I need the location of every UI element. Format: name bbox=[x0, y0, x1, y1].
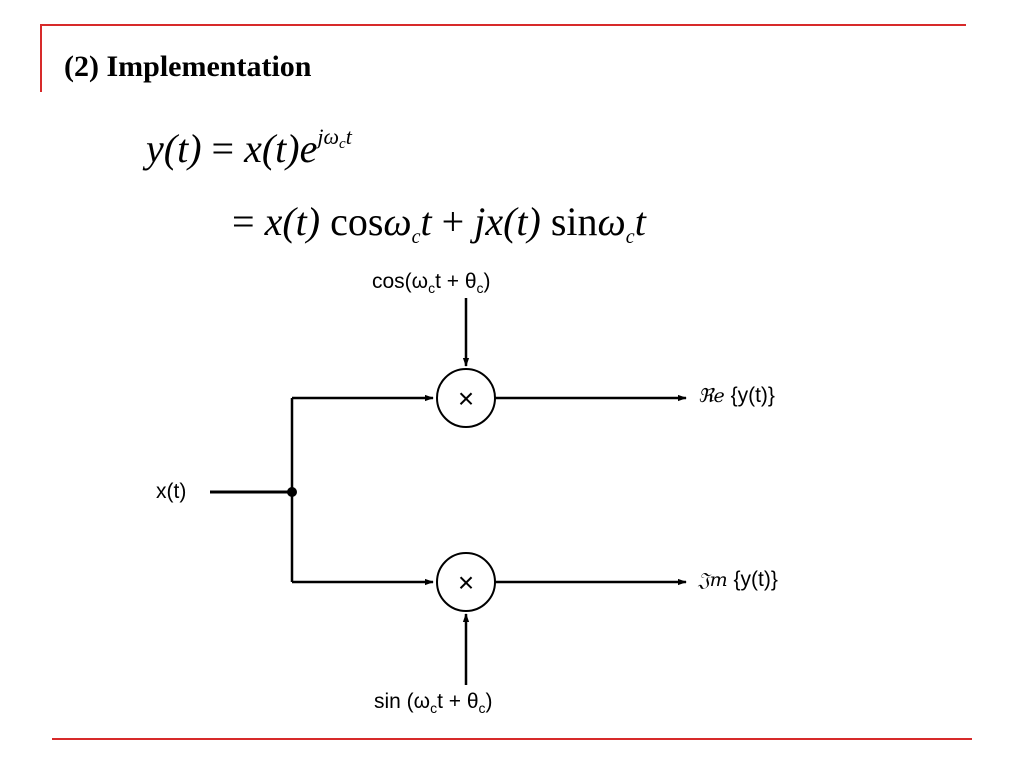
cos-label-pre: cos(ω bbox=[372, 270, 429, 293]
eq2-sin: sin bbox=[550, 199, 598, 244]
sin-label-sub2: c bbox=[478, 700, 486, 717]
eq2-plus: + bbox=[441, 199, 465, 244]
lower-multiplier-symbol: × bbox=[458, 567, 474, 598]
equation-line-2: = x(t) cosωct + jx(t) sinωct bbox=[232, 198, 646, 249]
eq1-exp-c: c bbox=[339, 136, 346, 152]
sin-label-sub: c bbox=[430, 700, 438, 717]
real-output-label: ℜe {y(t)} bbox=[698, 384, 775, 408]
cos-label-post: ) bbox=[483, 270, 491, 293]
eq1-exponent: jωct bbox=[317, 124, 352, 152]
re-body: {y(t)} bbox=[730, 384, 775, 407]
eq2-cos: cos bbox=[330, 199, 384, 244]
cos-carrier-label: cos(ωct + θc) bbox=[372, 270, 491, 296]
im-prefix: 𝔍m bbox=[698, 569, 728, 591]
equation-line-1: y(t) = x(t)ejωct bbox=[146, 124, 352, 172]
eq1-exp-t: t bbox=[345, 124, 352, 149]
eq1-equals: = bbox=[211, 126, 235, 171]
re-prefix: ℜe bbox=[698, 385, 725, 407]
eq2-t2: t bbox=[634, 199, 646, 244]
eq1-x: x(t) bbox=[244, 126, 300, 171]
input-label: x(t) bbox=[156, 480, 187, 503]
imag-output-label: 𝔍m {y(t)} bbox=[698, 568, 778, 592]
eq1-lhs: y(t) bbox=[146, 126, 202, 171]
eq2-x: x(t) bbox=[264, 199, 321, 244]
eq2-omega2: ω bbox=[597, 199, 626, 244]
eq2-c2: c bbox=[625, 226, 635, 248]
eq2-equals: = bbox=[232, 199, 255, 244]
top-rule bbox=[40, 24, 966, 26]
sin-label-pre: sin (ω bbox=[374, 690, 431, 713]
eq2-omega1: ω bbox=[383, 199, 412, 244]
sin-label-mid: t + θ bbox=[437, 690, 479, 713]
left-rule bbox=[40, 24, 42, 92]
bottom-rule bbox=[52, 738, 972, 740]
eq1-e: e bbox=[299, 126, 318, 171]
cos-label-sub: c bbox=[428, 280, 436, 297]
eq2-t1: t bbox=[420, 199, 432, 244]
cos-label-sub2: c bbox=[476, 280, 484, 297]
cos-label-mid: t + θ bbox=[435, 270, 477, 293]
im-body: {y(t)} bbox=[733, 568, 778, 591]
upper-multiplier-symbol: × bbox=[458, 383, 474, 414]
slide-title: (2) Implementation bbox=[64, 50, 312, 83]
eq2-jx: jx(t) bbox=[474, 199, 541, 244]
sin-label-post: ) bbox=[485, 690, 493, 713]
eq1-exp-jomega: jω bbox=[317, 124, 340, 149]
sin-carrier-label: sin (ωct + θc) bbox=[374, 690, 493, 716]
eq2-c1: c bbox=[411, 226, 421, 248]
